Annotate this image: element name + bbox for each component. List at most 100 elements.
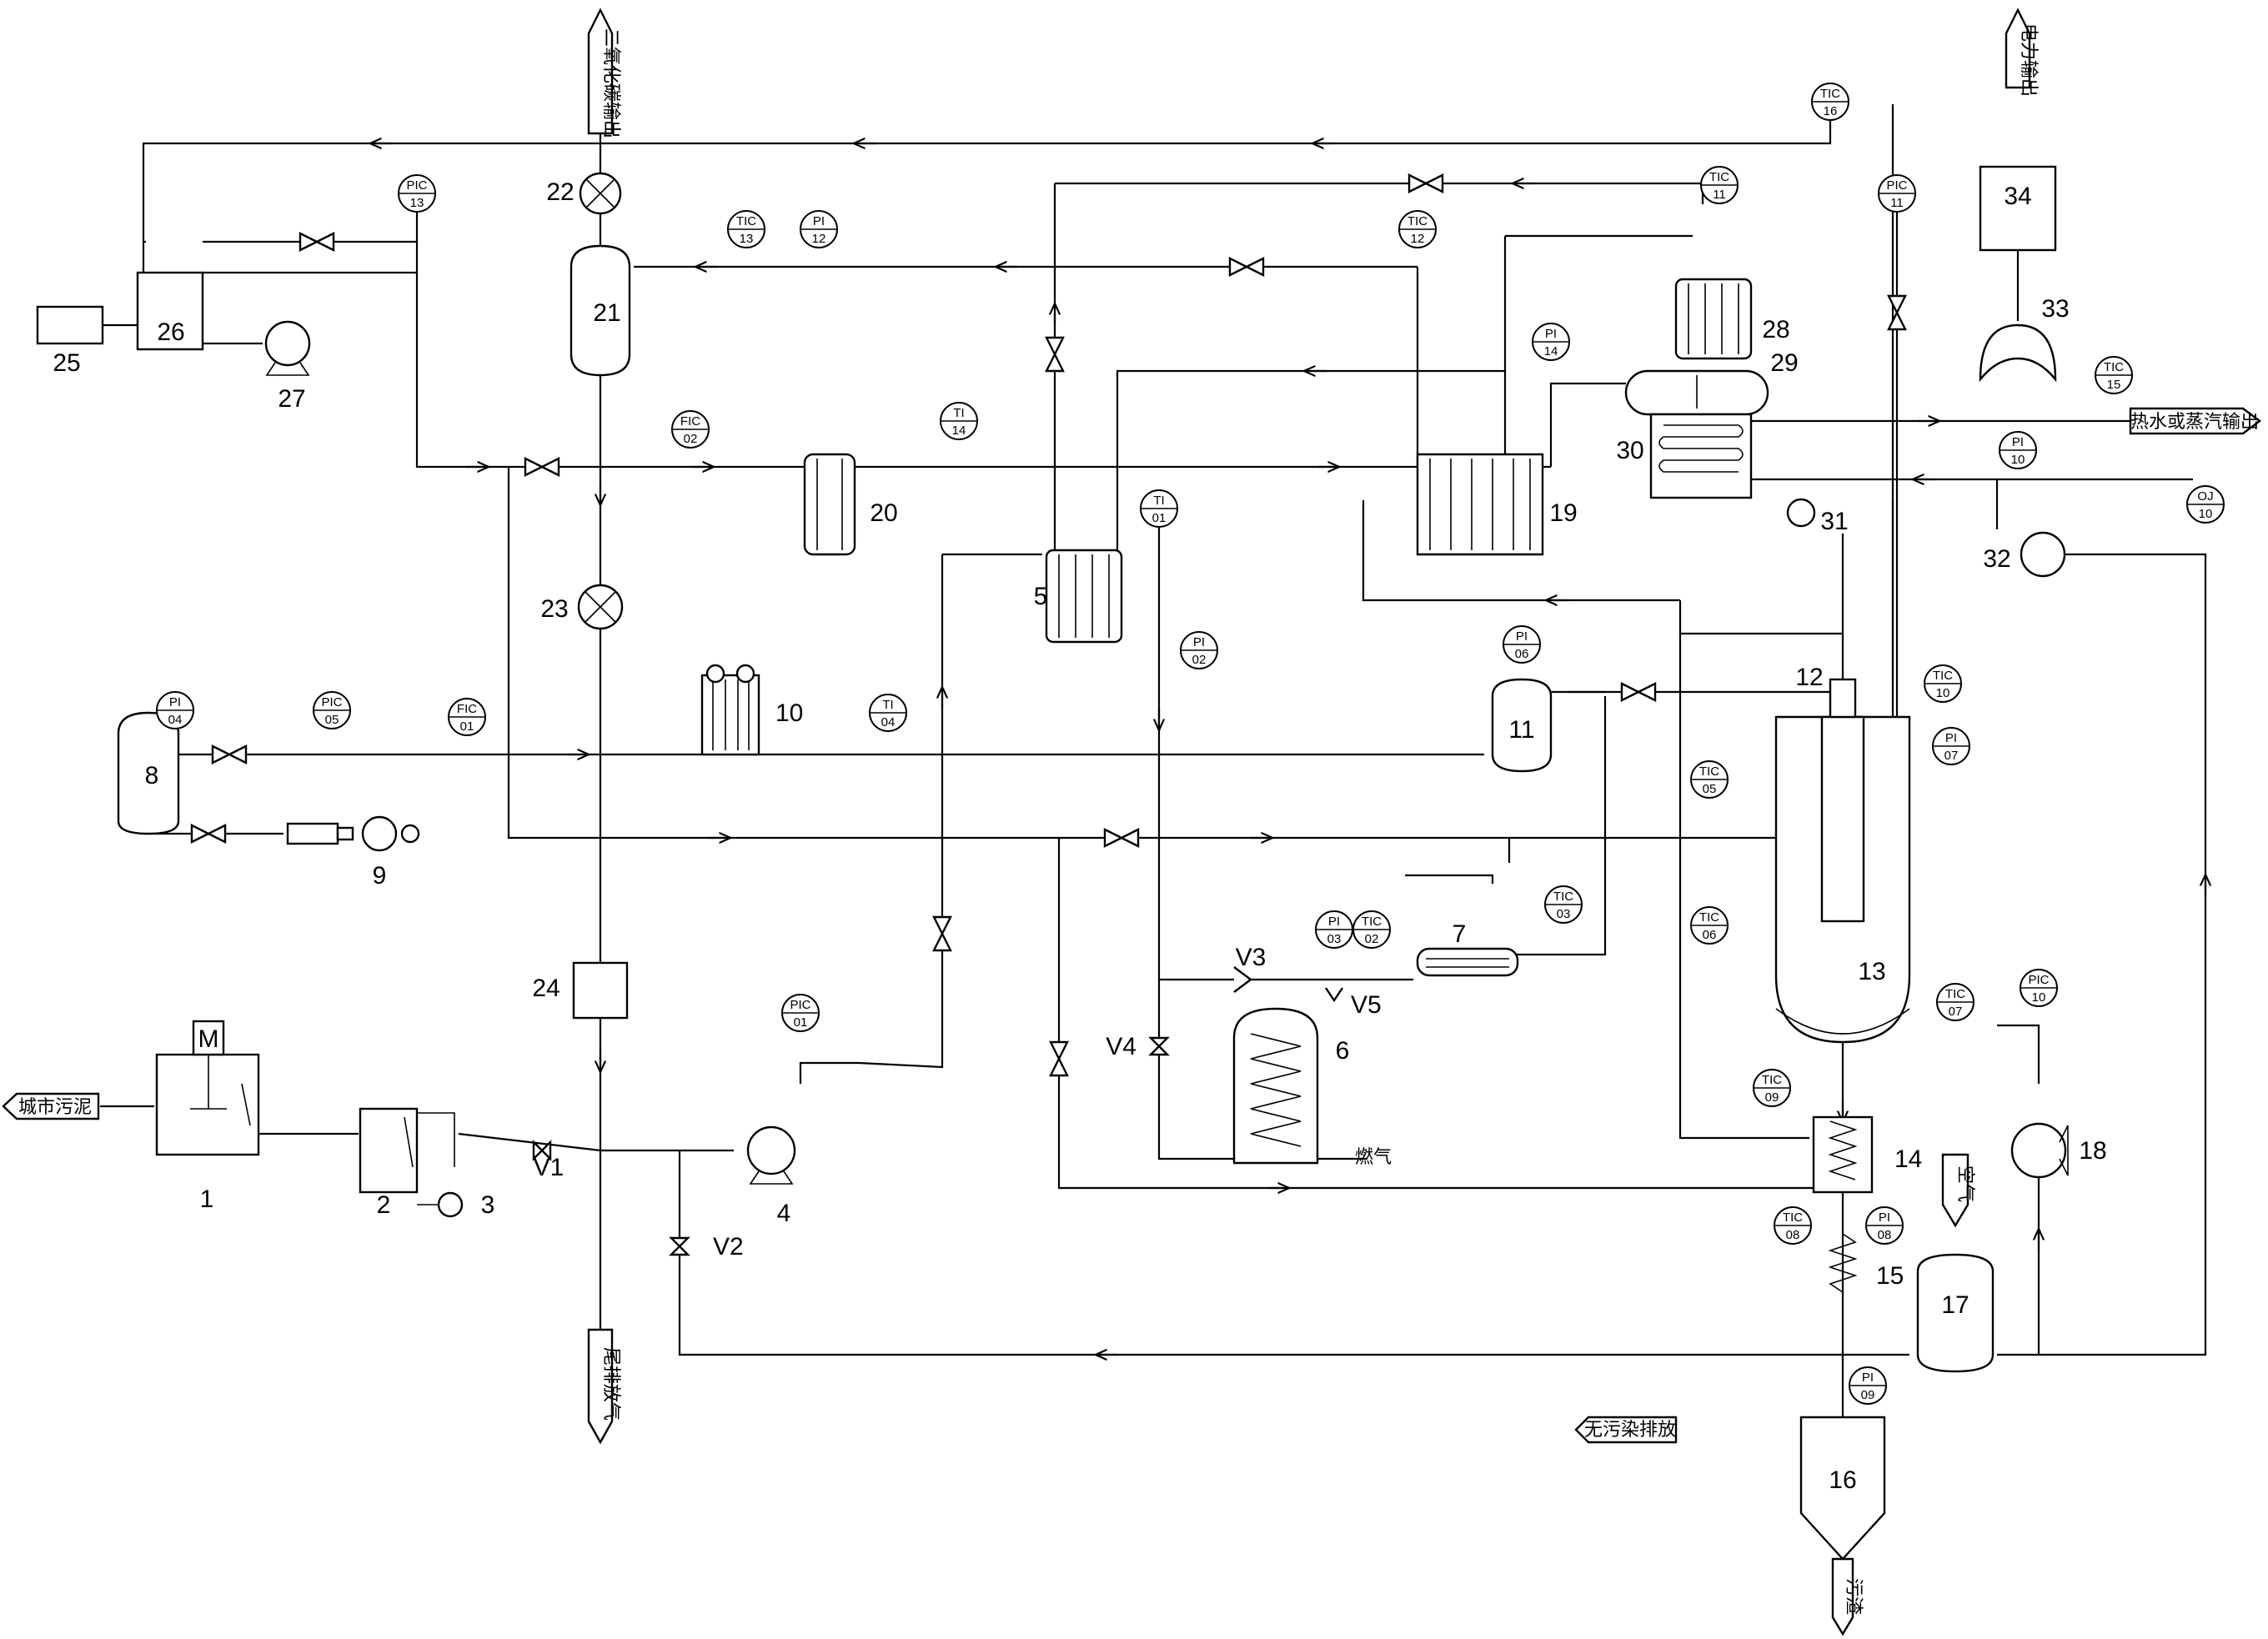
instrument-function: TIC: [736, 214, 756, 228]
equipment-14-heat-exchanger: [1812, 1115, 1874, 1194]
stream-clean-discharge: 无污染排放: [1574, 1416, 1678, 1444]
eq-num-17: 17: [1941, 1291, 1969, 1319]
instrument-number: 01: [1152, 511, 1167, 525]
eq-num-27: 27: [278, 385, 305, 413]
eq-num-20: 20: [870, 499, 897, 527]
equipment-17-tank: [1916, 1253, 1995, 1373]
equipment-15-cooler-coil: [1828, 1233, 1858, 1293]
instrument-number: 02: [1192, 653, 1207, 667]
instrument-function: PIC: [321, 695, 342, 709]
eq-num-2: 2: [377, 1191, 391, 1219]
piping: [100, 17, 2207, 1417]
fuel-label: 燃气: [1355, 1146, 1392, 1167]
instrument-function: TIC: [1762, 1073, 1782, 1087]
equipment-20-heat-exchanger: [803, 453, 856, 556]
valve-v3-label: V3: [1236, 944, 1267, 971]
steam-out-label: 热水或蒸汽输出: [2130, 411, 2259, 432]
eq-num-31: 31: [1820, 508, 1848, 535]
valve-v5-label: V5: [1351, 991, 1382, 1019]
stream-steam-out: 热水或蒸汽输出: [2129, 407, 2261, 435]
instrument-function: PI: [1879, 1210, 1890, 1225]
eq-num-25: 25: [53, 349, 80, 377]
eq-num-18: 18: [2079, 1137, 2106, 1165]
equipment-3-pump: [417, 1191, 464, 1218]
instrument-number: 12: [812, 232, 826, 246]
instrument-number: 08: [1786, 1228, 1800, 1242]
eq-num-28: 28: [1762, 316, 1789, 343]
instrument-function: TI: [882, 698, 893, 712]
eq-num-11: 11: [1508, 716, 1534, 744]
instrument-function: TIC: [1407, 214, 1428, 228]
equipment-26: [136, 271, 204, 351]
instrument-function: TIC: [1945, 987, 1965, 1001]
equipment-28-exchanger: [1674, 278, 1753, 360]
instrument-function: PIC: [406, 178, 427, 193]
equipment-7-exchanger: [1416, 947, 1519, 977]
instrument-number: 09: [1861, 1388, 1875, 1402]
equipment-32-pump: [2020, 531, 2066, 578]
eq-num-34: 34: [2004, 183, 2031, 210]
instrument-function: PI: [1545, 327, 1557, 341]
valve-symbols: [190, 173, 1907, 1256]
eq-num-19: 19: [1549, 499, 1577, 527]
instrument-number: 08: [1878, 1228, 1892, 1242]
equipment-23-compressor: [577, 584, 624, 630]
stream-air-in: 空气: [1941, 1153, 1976, 1228]
instrument-function: PI: [1945, 731, 1957, 745]
instrument-pi06: PI 06: [1503, 625, 1541, 664]
equipment-31-pump: [1786, 498, 1816, 528]
instrument-number: 15: [2107, 378, 2121, 392]
clean-discharge-label: 无污染排放: [1584, 1419, 1676, 1440]
instrument-number: 01: [460, 719, 474, 734]
instrument-number: 06: [1703, 928, 1717, 942]
eq-num-7: 7: [1453, 920, 1467, 948]
equipment-13-reactor: [1774, 678, 1911, 1044]
instrument-number: 14: [952, 424, 966, 438]
valve-v1-label: V1: [534, 1154, 564, 1181]
instrument-function: FIC: [457, 702, 477, 716]
equipment-5-heat-exchanger: [1045, 549, 1123, 644]
eq-num-30: 30: [1616, 437, 1643, 464]
equipment-11-vessel: [1491, 678, 1553, 773]
instrument-function: PI: [1516, 629, 1528, 644]
eq-num-24: 24: [532, 975, 559, 1002]
equipment-1-mixer-tank: M: [155, 1020, 260, 1156]
instrument-number: 02: [684, 432, 698, 446]
eq-num-26: 26: [157, 318, 184, 346]
valve-labels: V1 V2 V3 V4 V5: [534, 944, 1382, 1261]
instrument-number: 06: [1515, 647, 1529, 661]
instrument-function: TIC: [1553, 890, 1573, 904]
instrument-pi14: PI 14: [1532, 323, 1570, 361]
instrument-number: 11: [1713, 188, 1726, 202]
equipment-4-feed-pump: [746, 1125, 796, 1185]
instrument-number: 14: [1544, 344, 1558, 358]
instrument-number: 03: [1327, 932, 1342, 946]
instrument-pi08: PI 08: [1865, 1206, 1904, 1245]
equipment-22-compressor: [579, 172, 622, 215]
instrument-function: PI: [1862, 1371, 1874, 1385]
motor-label: M: [198, 1025, 219, 1053]
eq-num-3: 3: [481, 1191, 495, 1219]
eq-num-22: 22: [546, 178, 574, 206]
instrument-bubbles: PIC13TIC13PI12TIC12FIC02TI14TIC16PIC11TI…: [156, 83, 2225, 1405]
stream-sludge-out: 污渣: [1831, 1557, 1864, 1636]
instrument-number: 12: [1411, 232, 1425, 246]
instrument-function: TIC: [1709, 170, 1729, 184]
valve-v4-label: V4: [1106, 1033, 1137, 1060]
instrument-function: PI: [2012, 435, 2024, 449]
eq-num-13: 13: [1858, 958, 1885, 985]
eq-num-12: 12: [1795, 664, 1823, 691]
equipment-19-heat-exchanger: [1416, 453, 1544, 556]
instrument-number: 05: [325, 713, 339, 727]
eq-num-29: 29: [1770, 349, 1798, 377]
equipment-2-screen: [359, 1107, 455, 1194]
